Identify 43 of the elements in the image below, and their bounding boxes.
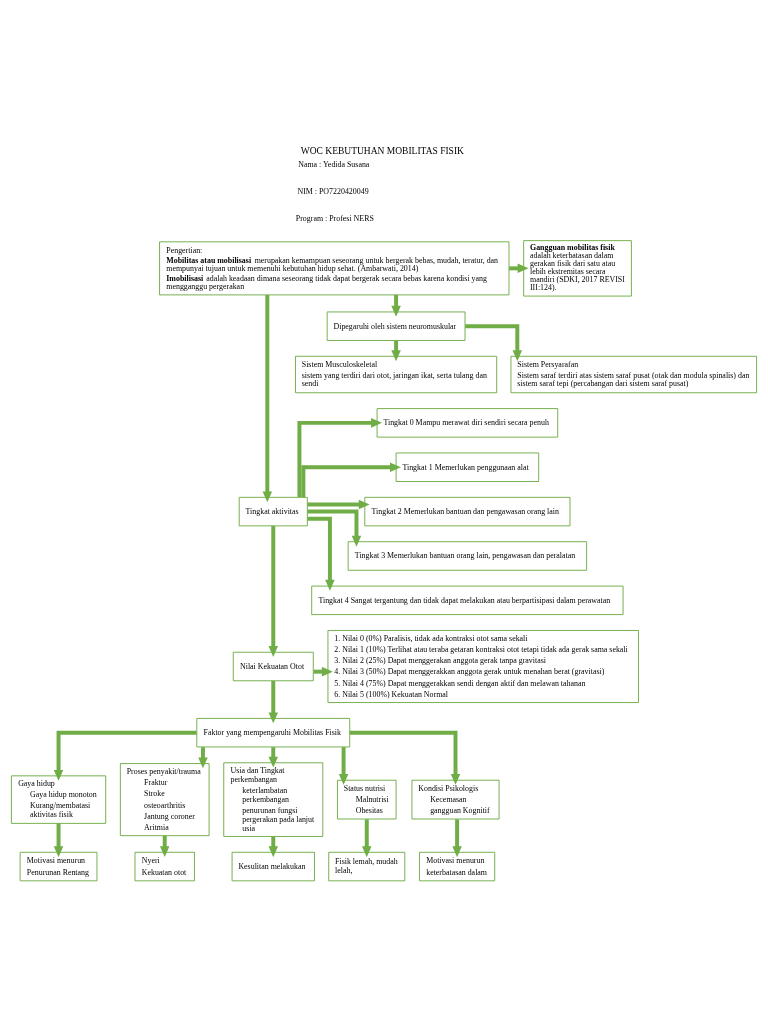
node-box: Dipegaruhi oleh sistem neuromuskular [326,311,466,341]
node-box: Kesulitan melakukan [231,851,315,882]
node-box: Tingkat 2 Memerlukan bantuan dan pengawasan orang lain [364,496,571,527]
node-box: Sistem Musculoskeletal sistem yang terdiri dari otot, jaringan ikat, serta tulang dan sendi [295,355,498,394]
node-box: Faktor yang mempengaruhi Mobilitas Fisik [196,717,351,748]
arrow [349,730,461,785]
arrow [362,819,372,858]
node-box: Fisik lemah, mudah lelah, [328,851,406,882]
node-box: 1. Nilai 0 (0%) Paralisis, tidak ada kontraksi otot sama sekali 2. Nilai 1 (10%) Terlihat atau teraba getaran kontraksi otot tetapi tidak ada gerak sama sekali 3. Nilai 2 (25%) Dapat menggerakan anggota gerak tanpa gravitasi 4. Nilai 3 (50%) Dapat menggerakkan anggota gerak untuk menahan berat (gravitasi) 5. Nilai 4 (75%) Dapat menggerakkan sendi dengan aktif dan melawan tahanan 6. Nilai 5 (100%) Kekuatan Normal [327,629,639,704]
node-box: Tingkat 0 Mampu merawat diri sendiri secara penuh [376,408,559,438]
diagram-title: WOC KEBUTUHAN MOBILITAS FISIK [300,145,464,156]
node-box: Proses penyakit/trauma Fraktur Stroke osteoarthritis Jantung coroner Aritmia [119,763,210,837]
label: NIM : PO7220420049 [297,187,369,197]
node-box: Usia dan Tingkat perkembangan keterlambatan perkembangan penurunan fungsi pergerakan pada lanjut usia [223,762,324,837]
label: Program : Profesi NERS [295,214,374,224]
node-box: Kondisi Psikologis Kecemasan gangguan Kognitif [411,779,500,820]
arrow [53,823,64,858]
arrow [301,462,401,498]
node-box: Motivasi menurun keterbatasan dalam [419,851,496,882]
node-box: Nilai Kekuatan Otot [232,651,314,682]
node-box: Tingkat 1 Memerlukan penggunaan alat [395,452,540,482]
arrow [268,525,279,657]
node-box: Motivasi menurun Penurunan Rentang [19,851,98,882]
arrow [53,730,197,781]
arrow [297,418,382,497]
node-box: Nyeri Kekuatan otot [134,851,195,882]
node-box: Tingkat 3 Memerlukan bantuan orang lain, pengawasan dan peralatan [347,541,588,571]
node-box: Status nutrisi Malnutrisi Obesitas [336,779,397,820]
arrow [452,819,462,858]
node-box: Sistem Persyarafan Sistem saraf terdiri atas sistem saraf pusat (otak dan modula spinalis) dan sistem saraf tepi (percabangan dari sistem saraf pusat) [510,355,758,394]
label: Nama : Yedida Susana [298,160,370,170]
arrow [338,747,349,785]
node-box: Gangguan mobilitas fisik adalah keterbatasan dalam gerakan fisik dari satu atau lebih ekstremitas secara mandiri (SDKI, 2017 REVISI III:124). [523,240,632,297]
arrow [465,324,523,362]
node-box: Pengertian: Mobilitas atau mobilisasi merupakan kemampuan seseorang untuk bergerak bebas, mudah, teratur, dan mempunyai tujuan untuk memenuhi kebutuhan hidup sehat. (Ambarwati, 2014) Imobilisasi adalah keadaan dimana seseorang tidak dapat bergerak secara bebas karena kondisi yang mengganggu pergerakan [159,241,510,296]
arrow [268,680,279,724]
arrow [307,509,362,547]
node-box: Tingkat 4 Sangat tergantung dan tidak dapat melakukan atau berpartisipasi dalam perawatan [311,585,624,616]
node-box: Tingkat aktivitas [238,496,308,527]
arrow [307,516,335,591]
node-box: Gaya hidup Gaya hidup monoton Kurang/membatasi aktivitas fisik [10,775,107,824]
arrow [262,295,273,503]
arrow [307,499,370,510]
